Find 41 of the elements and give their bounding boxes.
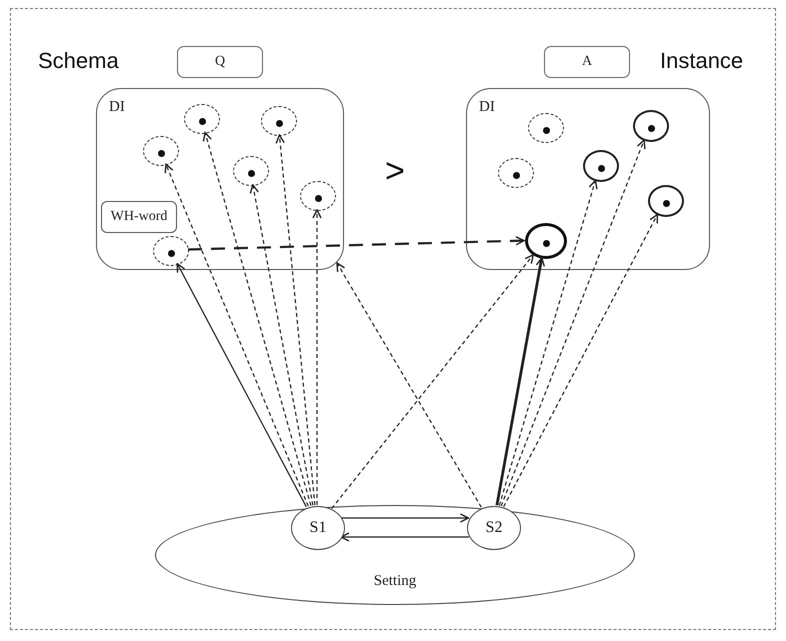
arrow [340, 532, 469, 542]
entity-circle [233, 156, 269, 186]
dashed-arrow [331, 254, 534, 509]
label-box: WH-word [101, 201, 177, 233]
label-box: A [544, 46, 630, 78]
box-title: DI [109, 99, 125, 116]
entity-circle [633, 110, 669, 142]
dashed-arrow [275, 134, 316, 506]
dashed-arrow [312, 209, 322, 505]
dashed-arrow [250, 184, 314, 506]
arrow [342, 513, 470, 523]
entity-circle [143, 136, 179, 166]
entity-circle [300, 181, 336, 211]
label-box: Q [177, 46, 263, 78]
entity-circle [583, 150, 619, 182]
ellipse-label: Setting [372, 573, 418, 590]
arrow [176, 263, 307, 508]
dashed-arrow [188, 236, 525, 251]
state-ellipse: S2 [467, 506, 521, 550]
dashed-arrow [202, 132, 312, 506]
domain-box [96, 88, 344, 270]
arrow [496, 257, 545, 506]
entity-circle [528, 113, 564, 143]
dashed-arrow [503, 214, 658, 508]
dashed-arrow [500, 139, 646, 506]
dashed-arrow [498, 180, 598, 506]
entity-circle [525, 223, 567, 259]
entity-circle [648, 185, 684, 217]
text-label: Instance [660, 48, 744, 74]
box-title: DI [479, 99, 495, 116]
setting-ellipse [155, 505, 635, 605]
entity-circle [498, 158, 534, 188]
entity-circle [153, 236, 189, 266]
entity-circle [184, 104, 220, 134]
entity-circle [261, 106, 297, 136]
dashed-arrow [164, 164, 309, 506]
text-label: Schema [38, 48, 119, 74]
state-ellipse: S1 [291, 506, 345, 550]
dashed-arrow [336, 262, 482, 508]
domain-box [466, 88, 710, 270]
text-label: > [385, 152, 405, 191]
